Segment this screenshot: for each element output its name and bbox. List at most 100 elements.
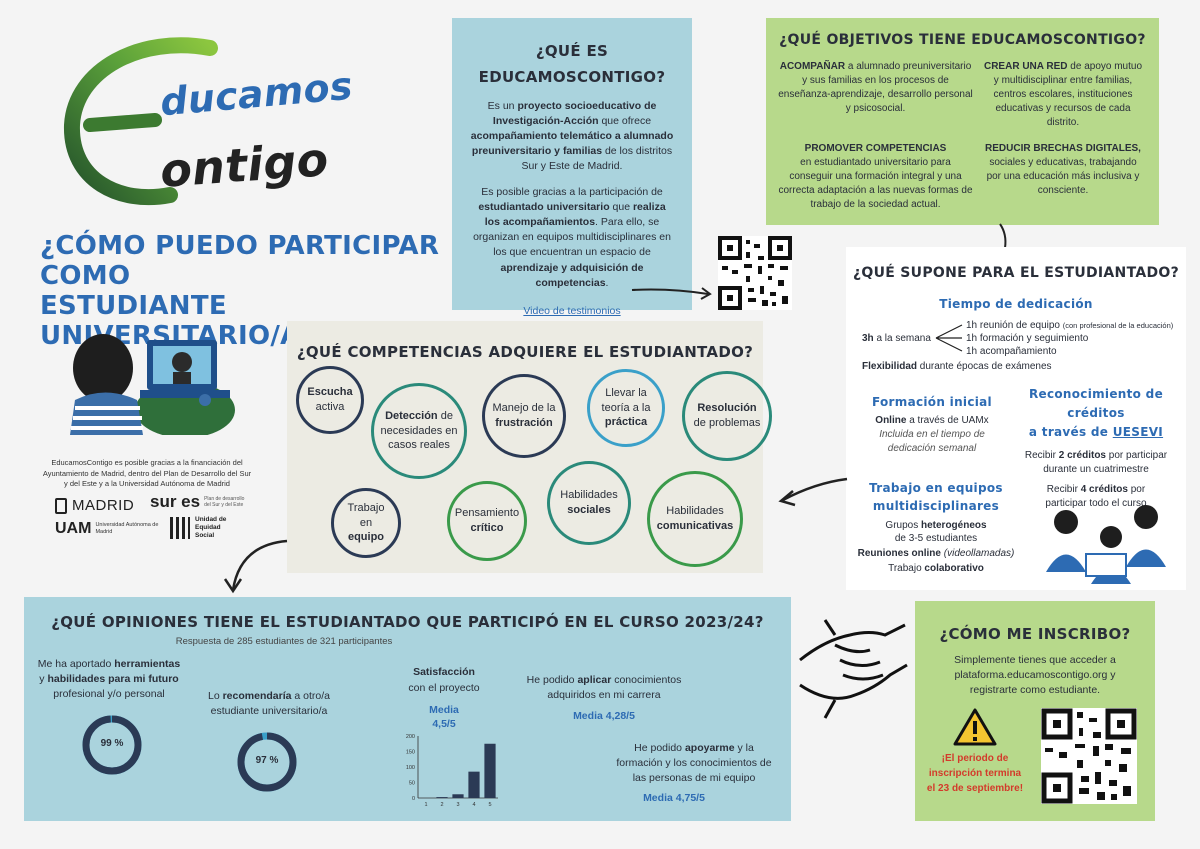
objetivos-title: ¿QUÉ OBJETIVOS TIENE EDUCAMOSCONTIGO? [779,32,1146,48]
text-span: que [609,200,633,213]
opiniones-title: ¿QUÉ OPINIONES TIENE EL ESTUDIANTADO QUE… [51,613,764,631]
x-tick-label: 3 [456,802,459,808]
text-span: He podido [634,742,685,754]
donut-q2 [237,732,297,792]
madrid-label: MADRID [72,497,135,514]
text-bold: habilidades para mi futuro [47,673,179,686]
text-span: (con profesional de la educación) [1062,321,1174,330]
text-span: a otro/a [291,690,330,702]
student-illustration [65,330,235,438]
equipos-title: Trabajo en equipos multidisciplinares [848,479,1024,515]
connector-line-icon [999,223,1007,249]
hours-label: 3h a la semana [862,333,931,344]
warning-icon [953,708,997,746]
text-span: 1h reunión de equipo [966,320,1060,331]
x-tick-label: 2 [440,802,443,808]
text-bold: apoyarme [684,742,735,754]
equipos-line2: Reuniones online (videollamadas) [848,548,1024,559]
text-span: en estudiantado universitario para conse… [778,157,973,210]
text-bold: sociales [567,504,611,516]
team-illustration-icon [1046,505,1166,584]
donut-q1 [82,715,142,775]
objetivo-competencias: PROMOVER COMPETENCIAS en estudiantado uni… [778,142,973,212]
text-span: y [39,673,48,686]
handshake-icon [799,619,908,719]
competencia-equipo: Trabajo en equipo [331,488,401,558]
text-bold: equipo [347,531,385,544]
text-bold: Reuniones online [857,548,941,559]
formacion-note: Incluida en el tiempo de dedicación sema… [879,429,985,454]
que-es-title: ¿QUÉ ES EDUCAMOSCONTIGO? [470,38,674,91]
x-tick-label: 1 [424,802,427,808]
video-testimonios-link[interactable]: Video de testimonios [523,305,621,318]
text-bold: PROMOVER COMPETENCIAS [804,143,947,154]
text-span: conocimientos [611,674,682,686]
inscribo-box: ¿CÓMO ME INSCRIBO? Simplemente tienes qu… [915,601,1155,821]
objetivo-brechas: REDUCIR BRECHAS DIGITALES,sociales y edu… [983,142,1143,212]
funding-text: EducamosContigo es posible gracias a la … [42,458,252,488]
text-bold: recomendaría [222,690,292,702]
supone-box: ¿QUÉ SUPONE PARA EL ESTUDIANTADO? Tiempo… [846,247,1186,590]
h1-line: 1h reunión de equipo (con profesional de… [966,319,1173,332]
hours-breakdown: 1h reunión de equipo (con profesional de… [966,319,1173,358]
text-span: de [437,409,453,422]
creditos-line1: Recibir 2 créditos por participar durant… [1012,449,1180,477]
text-span: Trabajo en [347,501,385,529]
qr-code-video[interactable] [718,236,792,310]
text-bold: Resolución [697,402,757,415]
h2-line: 1h formación y seguimiento [966,333,1089,344]
sures-sub: Plan de desarrollo del Sur y del Este [204,496,245,508]
text-span: Llevar la teoría a la [601,386,651,414]
text-span: necesidades en casos reales [380,424,458,452]
competencias-title: ¿QUÉ COMPETENCIAS ADQUIERE EL ESTUDIANTA… [296,343,754,361]
creditos-title: Reconocimiento de créditos a través de U… [1012,385,1180,443]
q2-text: Lo recomendaría a otro/a estudiante unive… [199,689,339,719]
tiempo-title: Tiempo de dedicación [939,297,1093,311]
text-span: Lo [207,690,223,702]
warning-line2: inscripción termina [928,768,1022,779]
y-tick-label: 0 [412,796,415,802]
inscribo-warning: ¡El periodo de inscripción termina el 23… [925,751,1025,796]
text-span: a alumnado preuniversitario y sus famili… [778,61,973,114]
creditos-line2: Recibir 4 créditos por participar todo e… [1012,483,1180,511]
warning-line3: el 23 de septiembre! [926,783,1024,794]
formacion-block: Formación inicial Online a través de UAM… [852,395,1012,456]
main-title-line1: ¿CÓMO PUEDO PARTICIPAR COMO [40,231,440,291]
competencia-resolucion: Resolución de problemas [682,371,772,461]
qr-code-inscripcion[interactable] [1041,708,1137,804]
text-span: con el proyecto [408,681,480,694]
text-bold: acompañamiento telemático a alumnado pre… [470,129,674,158]
logo-uam: UAM Universidad Autónoma de Madrid [55,520,165,538]
bar-5 [484,743,496,798]
text-bold: estudiantado universitario [478,200,610,213]
text-span: Me ha aportado [37,658,115,670]
unidad-label: Unidad de Equidad Social [195,516,227,539]
creditos-title-line2: a través de UESEVI [1012,423,1180,442]
que-es-title-line1: ¿QUÉ ES [535,42,609,60]
text-span: de los distritos Sur y Este de Madrid. [521,145,673,173]
text-bold: Flexibilidad [862,361,918,372]
arrow-left-icon [778,477,848,507]
text-span: de apoyo mutuo y multidisciplinar entre … [993,61,1143,128]
text-bold: comunicativas [656,520,734,532]
warning-line1: ¡El periodo de [941,753,1009,764]
qr-icon [1041,708,1137,804]
y-tick-label: 100 [406,765,415,771]
uesevi-link[interactable]: UESEVI [1112,425,1164,440]
text-span: que ofrece [598,114,652,127]
text-bold: aplicar [577,674,612,686]
arrow-to-qr-icon [631,287,712,300]
text-span: estudiante universitario/a [210,705,328,718]
q5-media: Media 4,75/5 [643,791,705,804]
text-span: de problemas [693,417,761,429]
text-span: . [605,276,609,289]
